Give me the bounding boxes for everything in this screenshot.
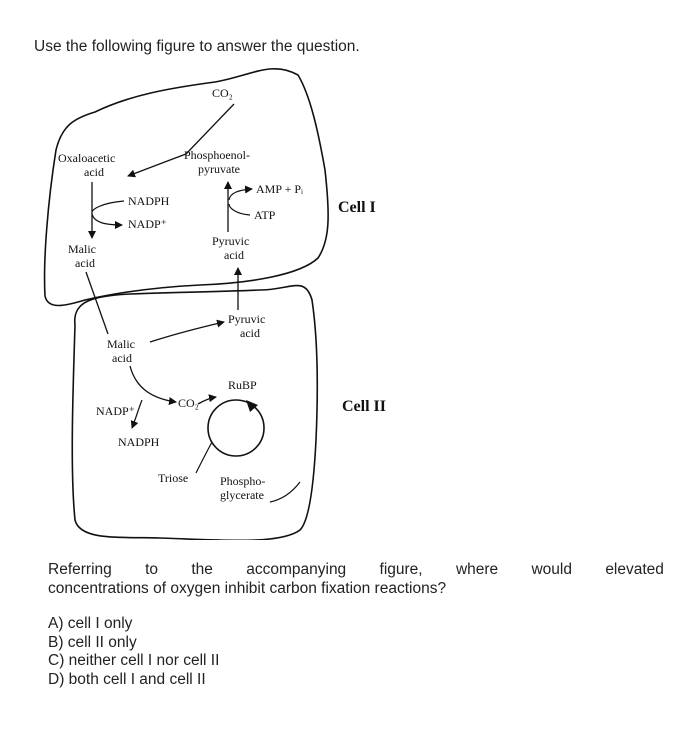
oxaloacetic-label: Oxaloacetic	[58, 151, 115, 165]
option-a[interactable]: A) cell I only	[48, 615, 133, 632]
amp-curve	[228, 185, 253, 201]
question-word: to	[145, 561, 159, 578]
atp-label: ATP	[254, 208, 276, 222]
nadp-label-2: NADP⁺	[96, 404, 135, 418]
amp-pi-label: AMP + Pᵢ	[256, 182, 303, 196]
phospho-label: Phospho-	[220, 474, 265, 488]
nadph-label-1: NADPH	[128, 194, 170, 208]
malic-label-1: Malic	[68, 242, 96, 256]
nadph-label-2: NADPH	[118, 435, 160, 449]
nadp-to-nadph-curve	[130, 399, 143, 429]
nadp-label-1: NADP⁺	[128, 217, 167, 231]
pep-label: Phosphoenol-	[184, 148, 250, 162]
cell-1-label: Cell I	[338, 199, 376, 216]
pyruvic-label-2b: acid	[240, 326, 260, 340]
malic-label-2: Malic	[107, 337, 135, 351]
cell-2-outline	[71, 284, 318, 540]
option-c[interactable]: C) neither cell I nor cell II	[48, 652, 220, 669]
triose-branch-line	[195, 441, 213, 474]
option-b[interactable]: B) cell II only	[48, 633, 137, 651]
calvin-cycle-circle	[207, 399, 265, 457]
malic-label-2b: acid	[112, 351, 132, 365]
pyruvic-label-2: Pyruvic	[228, 312, 265, 326]
question-line-2: concentrations of oxygen inhibit carbon …	[48, 580, 447, 597]
prompt-text: Use the following figure to answer the q…	[34, 38, 360, 55]
co2-label-2: CO₂	[178, 396, 199, 410]
question-word: accompanying	[246, 561, 347, 578]
question-word: would	[531, 561, 572, 578]
question-word: where	[455, 561, 499, 578]
question-text: Referring to the accompanying figure, where wo…	[48, 560, 664, 598]
atp-curve	[228, 203, 251, 216]
malic-to-pyruvic-arrow	[149, 319, 225, 343]
triose-label: Triose	[158, 471, 188, 485]
question-word: elevated	[605, 561, 664, 578]
question-word: figure,	[379, 561, 423, 578]
phospho-branch-line	[269, 481, 301, 503]
malic-to-co2-curve	[129, 365, 177, 405]
option-d[interactable]: D) both cell I and cell II	[48, 670, 206, 688]
c4-pathway-diagram: Cell I Cell II CO₂ Oxaloacetic acid Phos…	[43, 67, 386, 540]
malic-transfer-line	[85, 271, 109, 335]
nadph-curve-1	[91, 200, 125, 213]
phospho-label-2: glycerate	[220, 488, 264, 502]
question-word: the	[191, 561, 213, 578]
malic-label-1b: acid	[75, 256, 95, 270]
nadp-curve-1	[91, 213, 123, 229]
pyruvic-label-1b: acid	[224, 248, 244, 262]
question-word: Referring	[48, 561, 112, 578]
cycle-arrowhead	[246, 400, 258, 412]
oxaloacetic-label-2: acid	[84, 165, 104, 179]
question-line-1: Referring to the accompanying figure, where wo…	[48, 560, 664, 579]
cell-2-label: Cell II	[342, 398, 386, 415]
cell-1-outline	[43, 67, 329, 307]
answer-options: A) cell I only B) cell II only C) neithe…	[48, 615, 219, 689]
pep-to-oxaloacetic-arrow	[127, 153, 187, 178]
co2-entry-line	[185, 103, 235, 155]
co2-to-cycle-arrow	[197, 394, 217, 405]
pep-label-2: pyruvate	[198, 162, 240, 176]
rubp-label: RuBP	[228, 378, 257, 392]
pyruvic-label-1: Pyruvic	[212, 234, 249, 248]
co2-label-top: CO₂	[212, 86, 233, 100]
